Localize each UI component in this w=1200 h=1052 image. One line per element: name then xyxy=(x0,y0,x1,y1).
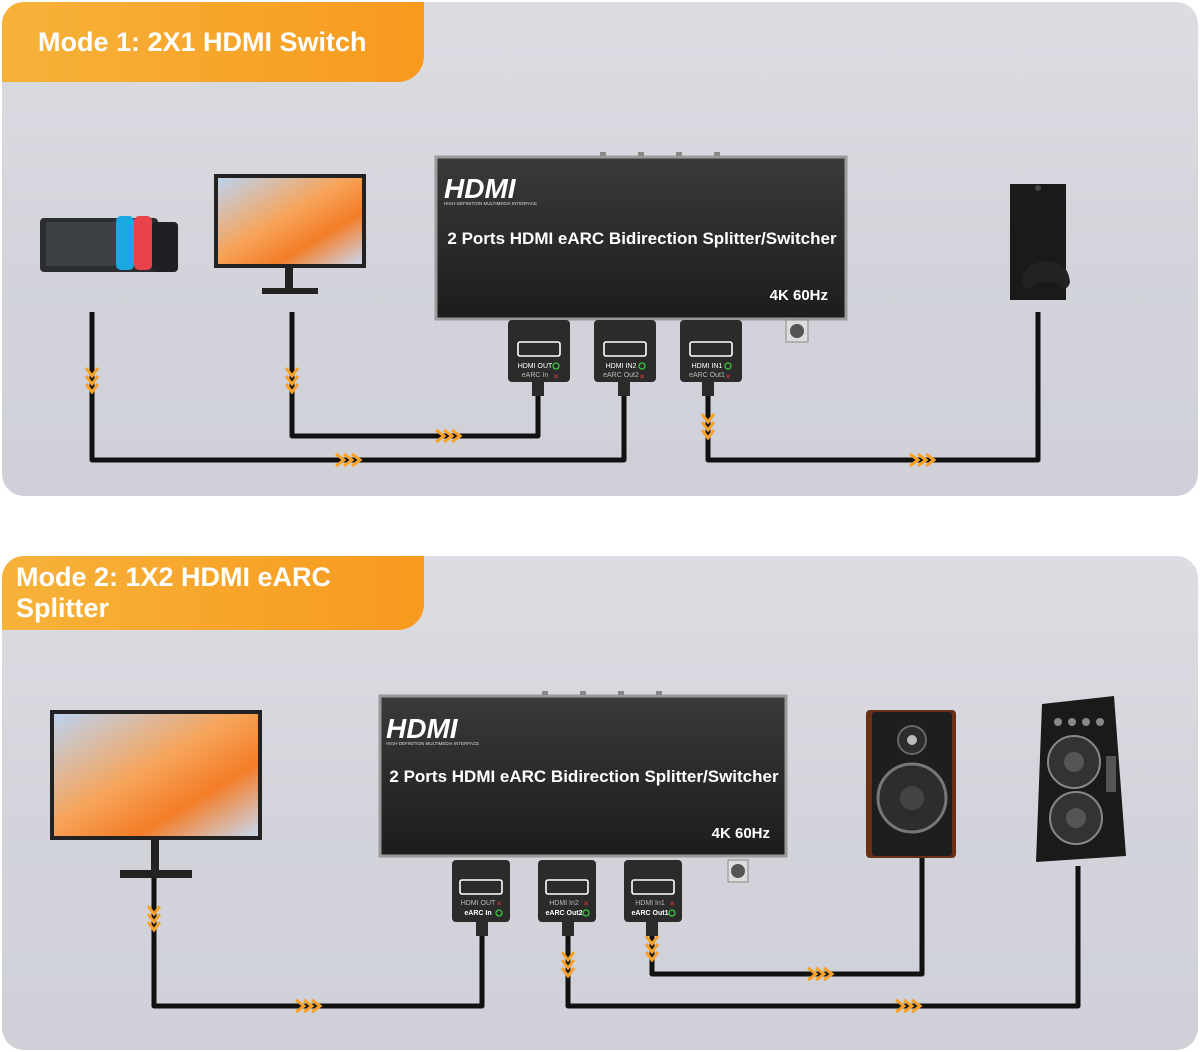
device-spec: 4K 60Hz xyxy=(712,825,770,842)
plug-label: HDMI IN1 xyxy=(692,363,723,370)
pa-speaker-icon xyxy=(1036,696,1126,862)
hdmi-plug-1: HDMI OUT eARC In ✕ xyxy=(452,860,510,936)
plug-label: eARC Out2 xyxy=(546,910,583,917)
cross-icon: ✕ xyxy=(496,901,502,908)
mode2-scene: HDMI HIGH-DEFINITION MULTIMEDIA INTERFAC… xyxy=(50,691,1126,1014)
cross-icon: ✕ xyxy=(639,374,645,381)
cross-icon: ✕ xyxy=(553,374,559,381)
cross-icon: ✕ xyxy=(725,374,731,381)
mode2-title: Mode 2: 1X2 HDMI eARC Splitter xyxy=(2,556,424,630)
device-name: 2 Ports HDMI eARC Bidirection Splitter/S… xyxy=(389,767,779,786)
check-icon xyxy=(638,362,646,370)
hdmi-plug-3: HDMI IN1 eARC Out1 ✕ xyxy=(680,320,742,396)
plug-label: eARC Out2 xyxy=(603,372,639,379)
check-icon xyxy=(552,362,560,370)
cross-icon: ✕ xyxy=(669,901,675,908)
check-icon xyxy=(495,909,503,917)
mode1-title: Mode 1: 2X1 HDMI Switch xyxy=(2,2,424,82)
hdmi-plug-1: HDMI OUT eARC In ✕ xyxy=(508,320,570,396)
cables xyxy=(151,856,1081,1009)
monitor-icon xyxy=(214,174,366,294)
hdmi-plug-2: HDMI In2 eARC Out2 ✕ xyxy=(538,860,596,936)
plug-label: HDMI OUT xyxy=(518,363,553,370)
bookshelf-speaker-icon xyxy=(866,710,956,858)
hdmi-plug-2: HDMI IN2 eARC Out2 ✕ xyxy=(594,320,656,396)
monitor-icon xyxy=(50,710,262,878)
device-name: 2 Ports HDMI eARC Bidirection Splitter/S… xyxy=(447,229,837,248)
hdmi-plug-3: HDMI In1 eARC Out1 ✕ xyxy=(624,860,682,936)
check-icon xyxy=(668,909,676,917)
plug-label: HDMI In1 xyxy=(635,900,665,907)
cross-icon: ✕ xyxy=(583,901,589,908)
hdmi-logo: HDMI xyxy=(386,713,459,744)
mode1-panel: HDMI HIGH-DEFINITION MULTIMEDIA INTERFAC… xyxy=(2,2,1198,496)
plug-label: HDMI IN2 xyxy=(606,363,637,370)
check-icon xyxy=(582,909,590,917)
game-console-icon xyxy=(40,216,178,272)
hdmi-switcher-device: HDMI HIGH-DEFINITION MULTIMEDIA INTERFAC… xyxy=(434,152,848,343)
plug-label: eARC Out1 xyxy=(632,910,669,917)
check-icon xyxy=(724,362,732,370)
mode2-panel: HDMI HIGH-DEFINITION MULTIMEDIA INTERFAC… xyxy=(2,556,1198,1050)
flow-arrows xyxy=(146,905,923,1014)
flow-arrows xyxy=(84,367,937,468)
hdmi-splitter-device: HDMI HIGH-DEFINITION MULTIMEDIA INTERFAC… xyxy=(378,691,788,883)
plug-label: eARC In xyxy=(464,910,491,917)
hdmi-logo-tagline: HIGH-DEFINITION MULTIMEDIA INTERFACE xyxy=(444,201,537,206)
xbox-console-icon xyxy=(1010,184,1070,300)
hdmi-logo-tagline: HIGH-DEFINITION MULTIMEDIA INTERFACE xyxy=(386,741,479,746)
plug-label: eARC Out1 xyxy=(689,372,725,379)
plug-label: HDMI OUT xyxy=(461,900,496,907)
mode1-scene: HDMI HIGH-DEFINITION MULTIMEDIA INTERFAC… xyxy=(40,152,1070,468)
plug-label: eARC In xyxy=(522,372,549,379)
plug-label: HDMI In2 xyxy=(549,900,579,907)
hdmi-logo: HDMI xyxy=(444,173,517,204)
device-spec: 4K 60Hz xyxy=(770,287,828,304)
